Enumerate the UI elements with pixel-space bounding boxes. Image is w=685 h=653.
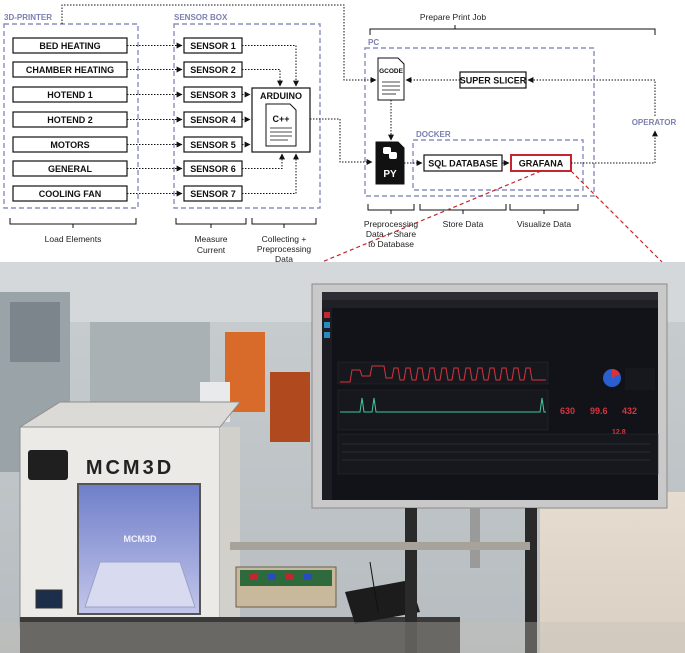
code-language-label: C++ (272, 114, 289, 124)
arduino-to-python-arrow (310, 118, 373, 165)
caption-prep-data: Preprocessing (364, 219, 419, 229)
sql-database-label: SQL DATABASE (428, 159, 498, 169)
grafana-pointer-left (321, 170, 542, 262)
gcode-label: GCODE (379, 68, 404, 75)
load-to-sensor-arrows (127, 42, 183, 197)
power-timeseries (340, 365, 546, 383)
pc-group-label: PC (368, 38, 379, 47)
printer-window-label: MCM3D (124, 534, 157, 544)
temperature-timeseries (340, 397, 546, 413)
grafana-pointer-right (570, 170, 663, 262)
python-file-icon (375, 141, 405, 185)
load-element-label: GENERAL (48, 164, 93, 174)
prepare-print-job-brace (369, 25, 656, 35)
caption-collecting: Collecting + (262, 234, 307, 244)
lab-table (230, 542, 530, 550)
printer-brand-label: MCM3D (86, 457, 174, 479)
code-file-icon (265, 103, 297, 147)
printer-group-label: 3D-PRINTER (4, 13, 52, 22)
docker-group-label: DOCKER (416, 130, 451, 139)
grafana-label: GRAFANA (519, 159, 564, 169)
load-element-label: COOLING FAN (39, 189, 102, 199)
operator-label: OPERATOR (632, 118, 677, 127)
sensor-box-label: SENSOR BOX (174, 13, 228, 22)
load-element-label: CHAMBER HEATING (26, 65, 114, 75)
operator-to-slicer-line (527, 77, 656, 116)
sensor-label: SENSOR 3 (190, 90, 236, 100)
caption-load-elements: Load Elements (45, 234, 102, 244)
caption-store-data: Store Data (443, 219, 484, 229)
sensor-label: SENSOR 5 (190, 140, 236, 150)
printer-feedback-line (61, 4, 377, 83)
architecture-diagram: 3D-PRINTER SENSOR BOX PC DOCKER BED HEAT… (3, 4, 677, 262)
caption-measure: Measure (194, 234, 227, 244)
prepare-print-job-label: Prepare Print Job (420, 12, 486, 22)
sensor-label: SENSOR 1 (190, 41, 236, 51)
load-element-label: BED HEATING (39, 41, 100, 51)
laptop (345, 580, 420, 624)
sensor-to-arduino-wiring (242, 45, 299, 194)
python-label: PY (383, 169, 397, 180)
grafana-to-operator-line (571, 130, 658, 164)
caption-current: Current (197, 245, 226, 255)
printer-display (35, 589, 63, 609)
load-elements: BED HEATING CHAMBER HEATING HOTEND 1 HOT… (12, 37, 128, 202)
stat-value: 630 (560, 406, 575, 416)
gcode-file-icon (377, 57, 405, 101)
docker-group-frame (412, 139, 584, 191)
load-element-label: HOTEND 1 (47, 90, 93, 100)
load-element-label: HOTEND 2 (47, 115, 93, 125)
stat-value: 99.6 (590, 406, 608, 416)
stat-value: 12.8 (612, 429, 626, 436)
load-element-label: MOTORS (50, 140, 89, 150)
sensor-box-frame (173, 23, 321, 209)
sensors: SENSOR 1 SENSOR 2 SENSOR 3 SENSOR 4 SENS… (183, 37, 243, 202)
sensor-label: SENSOR 2 (190, 65, 236, 75)
caption-to-database: to Database (368, 239, 414, 249)
sensor-label: SENSOR 6 (190, 164, 236, 174)
super-slicer-label: SUPER SLICER (460, 76, 527, 86)
printer-group-frame (3, 23, 139, 209)
caption-visualize-data: Visualize Data (517, 219, 571, 229)
caption-preprocessing: Preprocessing (257, 244, 312, 254)
lab-photo: MCM3D MCM3D 630 99.6 432 12.8 (0, 262, 685, 653)
sensor-label: SENSOR 7 (190, 189, 236, 199)
bottom-braces (9, 204, 579, 228)
stat-value: 432 (622, 406, 637, 416)
caption-data-share: Data + Share (366, 229, 417, 239)
sensor-label: SENSOR 4 (190, 115, 236, 125)
caption-data: Data (275, 254, 293, 262)
arduino-title: ARDUINO (260, 91, 302, 101)
